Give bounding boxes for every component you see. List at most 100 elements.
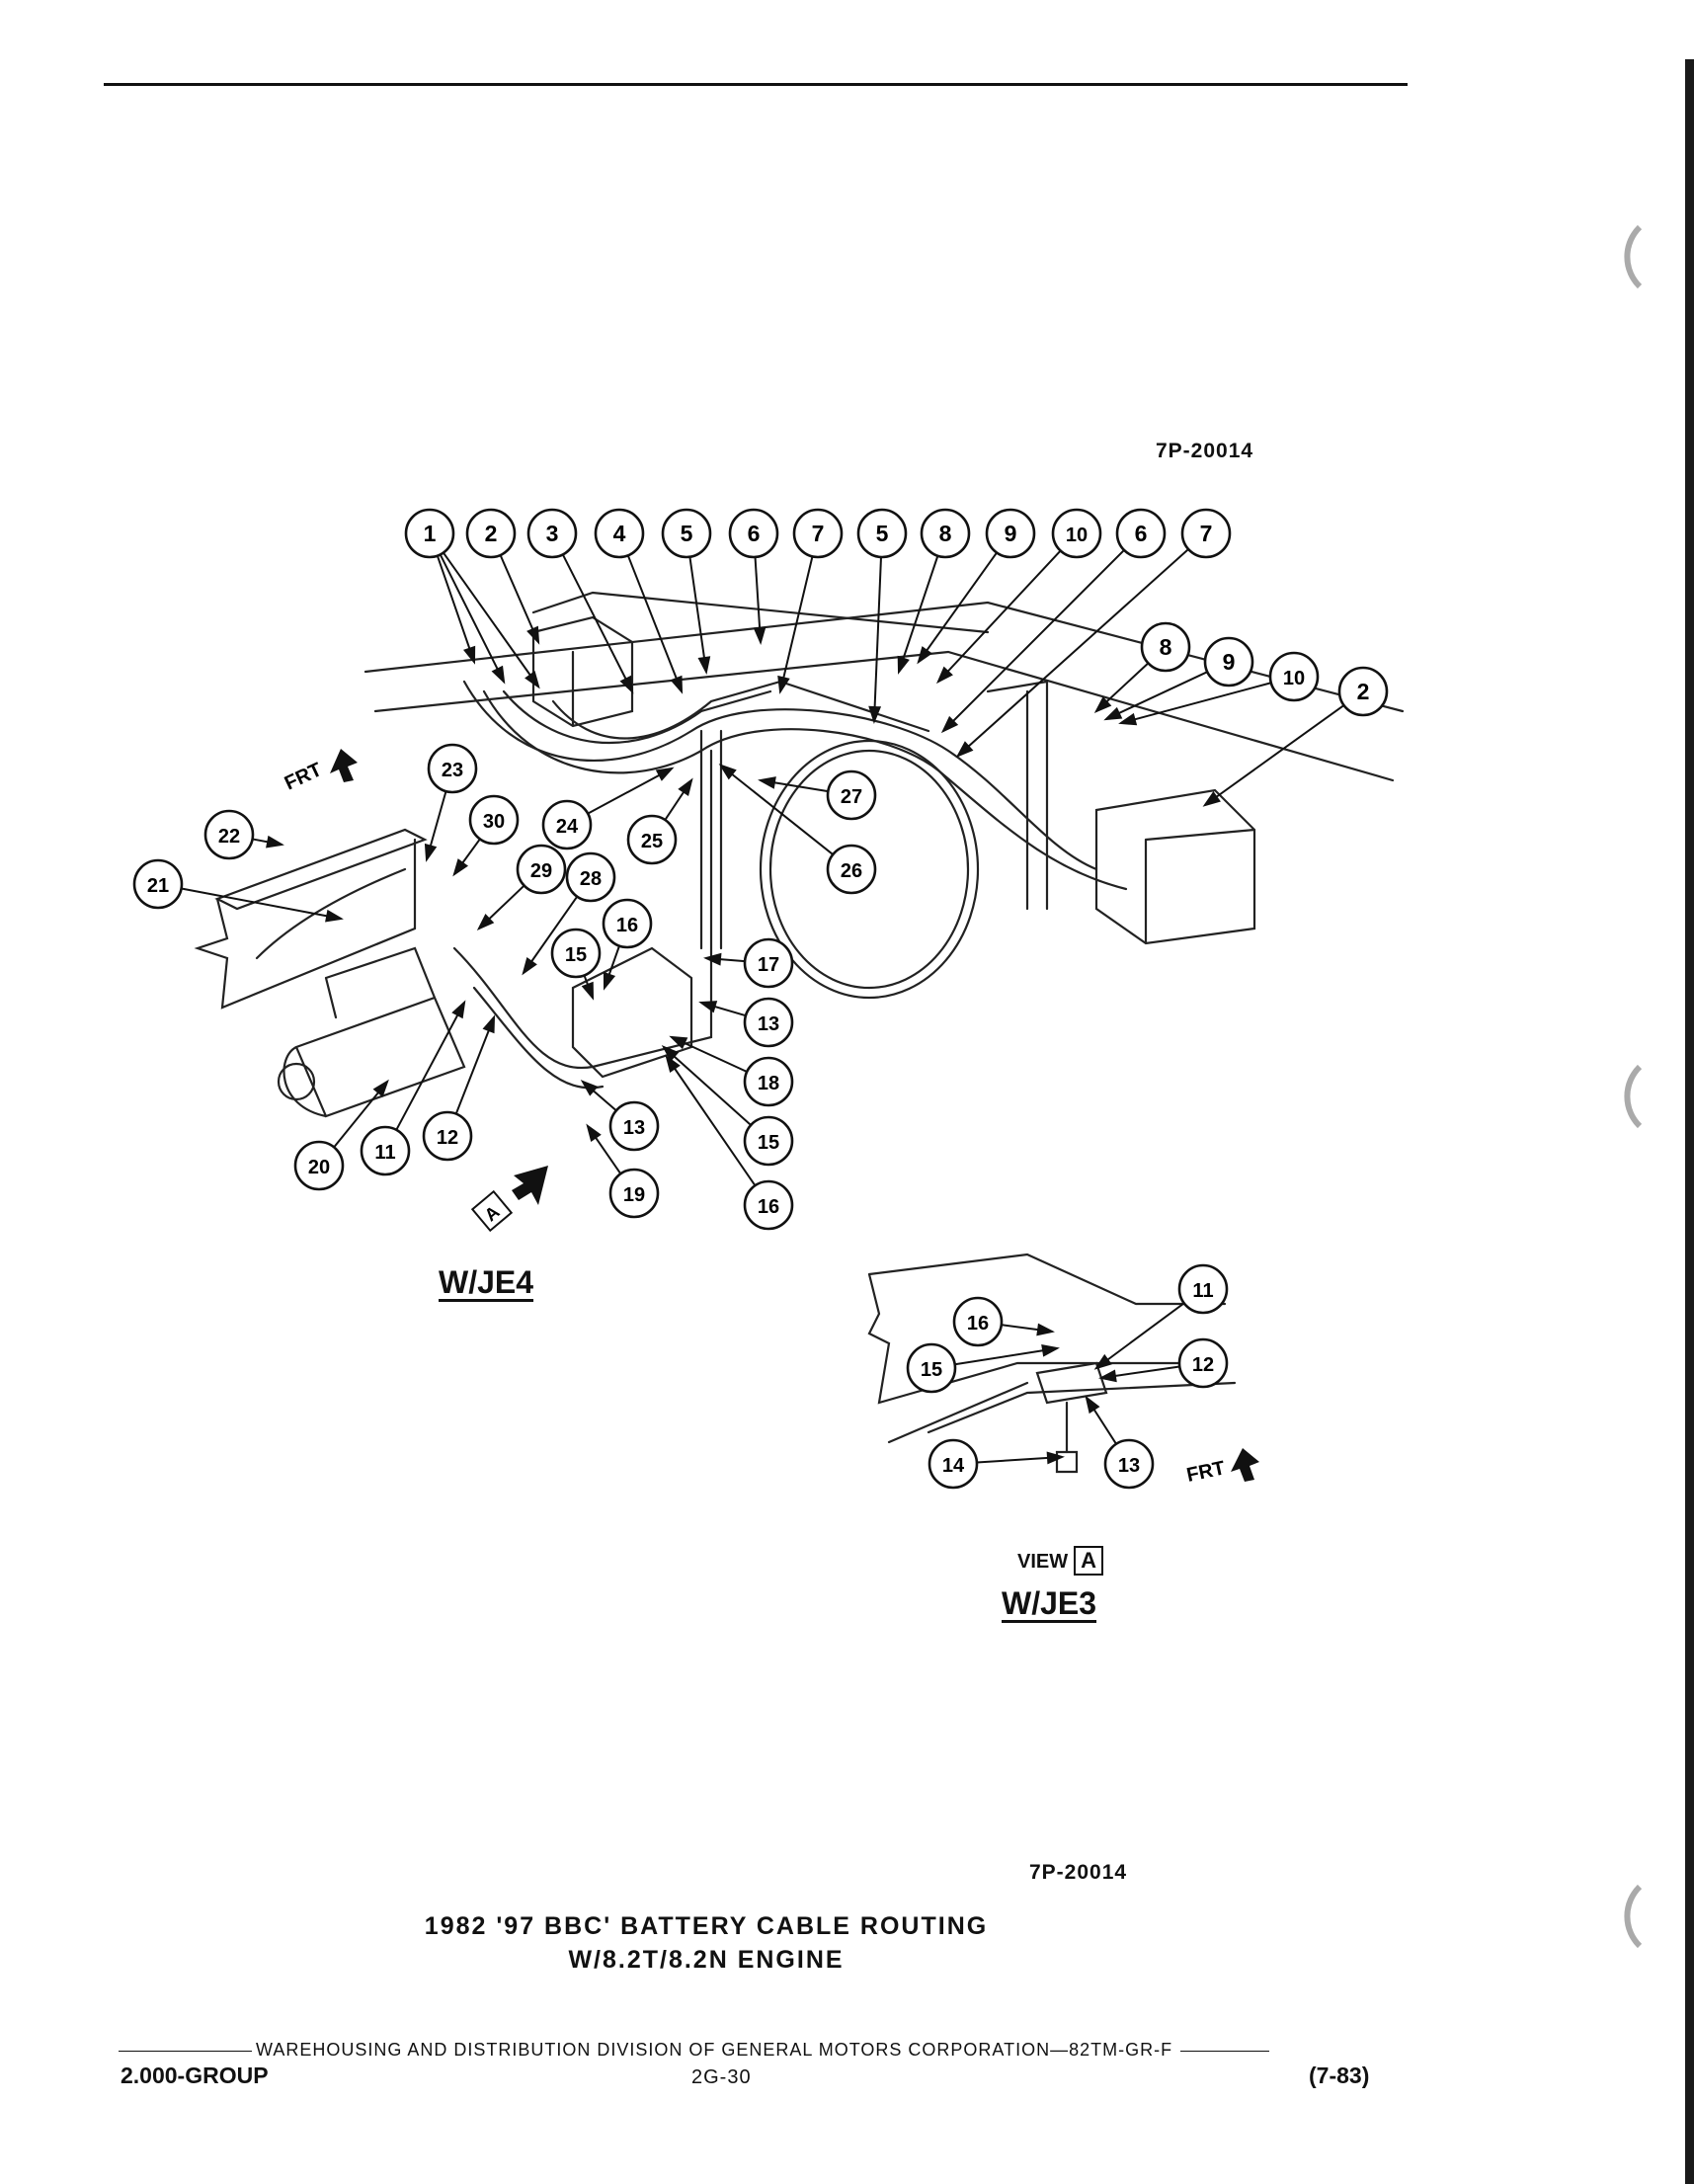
callout-circle <box>743 1179 794 1231</box>
frame-post <box>986 680 1049 911</box>
cable-bundle-b <box>482 689 1128 891</box>
frt-arrow-inset: FRT <box>1184 1448 1259 1487</box>
callout-number: 2 <box>1357 679 1370 704</box>
view-a-marker: A <box>470 1166 548 1233</box>
callout-leader-line <box>626 554 683 692</box>
callout-5: 5 <box>661 508 712 559</box>
callout-number: 15 <box>758 1132 779 1154</box>
callout-circle <box>293 1140 345 1191</box>
callout-circle <box>526 508 578 559</box>
callout-circle <box>1203 636 1254 688</box>
battery-upper <box>531 615 634 728</box>
callout-3: 3 <box>526 508 578 559</box>
callout-circle <box>743 1056 794 1107</box>
callout-number: 23 <box>442 760 463 781</box>
callout-arrowhead <box>424 843 438 862</box>
callout-arrowhead <box>586 1123 602 1142</box>
frt-arrow-inset-shape <box>1231 1448 1259 1482</box>
callout-number: 10 <box>1066 525 1088 546</box>
callout-arrowhead <box>917 646 932 665</box>
callout-leader-line <box>523 896 579 974</box>
cable-loop <box>759 739 980 1000</box>
callout-arrowhead <box>603 971 616 991</box>
callout-9: 9 <box>1203 636 1254 688</box>
callout-number: 16 <box>616 915 638 936</box>
callout-circle <box>602 898 653 949</box>
callout-arrowhead <box>452 858 469 877</box>
footer-division-text: WAREHOUSING AND DISTRIBUTION DIVISION OF… <box>256 2040 1173 2060</box>
callout-13: 13 <box>1103 1438 1155 1490</box>
callout-arrowhead <box>1118 712 1138 726</box>
callout-circle <box>906 1342 957 1394</box>
callout-13: 13 <box>743 997 794 1048</box>
callout-arrowhead <box>753 626 766 645</box>
callout-circle <box>541 799 593 850</box>
callout-leader-line <box>663 1046 752 1126</box>
callout-number: 15 <box>921 1359 942 1381</box>
callout-number: 8 <box>1160 634 1172 660</box>
callout-25: 25 <box>626 814 678 865</box>
callout-circle <box>1177 1263 1229 1315</box>
callout-29: 29 <box>516 844 567 895</box>
frame-crossmember <box>531 591 990 634</box>
footer-page: 2G-30 <box>691 2066 752 2088</box>
callout-16: 16 <box>743 1179 794 1231</box>
callout-leader-line <box>688 556 707 673</box>
callout-15: 15 <box>550 928 602 979</box>
frame-rail-upper <box>363 601 1405 713</box>
callout-arrowhead <box>670 675 684 694</box>
callout-leader-line <box>454 1016 495 1115</box>
view-a-marker-box <box>470 1189 514 1233</box>
callout-circle <box>565 851 616 903</box>
callout-arrowhead <box>524 671 540 689</box>
callout-arrowhead <box>476 914 495 931</box>
callout-number: 6 <box>748 521 761 546</box>
callout-circle <box>1140 621 1191 673</box>
callout-circle <box>1268 651 1320 702</box>
callout-27: 27 <box>826 769 877 821</box>
callout-number: 1 <box>424 521 437 546</box>
footer-date: (7-83) <box>1309 2063 1370 2088</box>
callout-4: 4 <box>594 508 645 559</box>
caption-line1: 1982 '97 BBC' BATTERY CABLE ROUTING <box>424 1912 989 1940</box>
callout-arrowhead <box>955 741 974 758</box>
callout-number: 11 <box>1192 1280 1213 1302</box>
label-w-je3: W/JE3 <box>1002 1585 1097 1621</box>
callout-number: 13 <box>758 1013 779 1035</box>
callout-arrowhead <box>718 764 737 780</box>
callout-number: 19 <box>623 1184 645 1206</box>
frt-label-main: FRT <box>282 759 326 794</box>
callout-number: 28 <box>580 868 602 890</box>
view-a-marker-arrow <box>512 1166 548 1205</box>
callout-circle <box>608 1100 660 1152</box>
callout-9: 9 <box>985 508 1036 559</box>
callout-circle <box>1103 1438 1155 1490</box>
callout-arrowhead <box>697 656 711 675</box>
callout-circle <box>985 508 1036 559</box>
callout-6: 6 <box>1115 508 1167 559</box>
callout-circle <box>1337 666 1389 717</box>
figure-ref-bottom: 7P-20014 <box>1029 1861 1128 1884</box>
callout-arrowhead <box>619 675 634 694</box>
callout-arrowhead <box>1041 1343 1060 1357</box>
callout-12: 12 <box>1177 1337 1229 1389</box>
footer-rule-right <box>1180 2050 1270 2052</box>
callout-number: 8 <box>939 521 952 546</box>
callout-number: 12 <box>437 1127 458 1149</box>
callout-arrowhead <box>777 675 790 694</box>
callout-14: 14 <box>928 1438 979 1490</box>
callout-circle <box>594 508 645 559</box>
footer-section: 2.000-GROUP <box>121 2063 269 2088</box>
callout-leader-line <box>436 555 475 663</box>
callout-number: 7 <box>1200 521 1213 546</box>
cable-bundle-d <box>551 680 930 740</box>
callout-circle <box>743 997 794 1048</box>
callout-leader-line <box>587 768 673 815</box>
frame-rail-lower <box>373 650 1395 782</box>
callout-circle <box>920 508 971 559</box>
callout-7: 7 <box>1180 508 1232 559</box>
callout-15: 15 <box>743 1115 794 1167</box>
